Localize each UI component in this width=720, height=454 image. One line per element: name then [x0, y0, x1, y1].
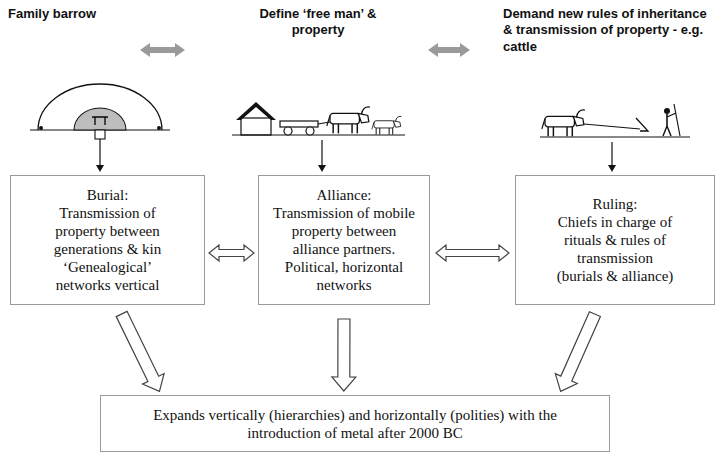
box-text: Burial:	[87, 186, 129, 204]
hollow-arrow	[436, 245, 509, 261]
box-text: Transmission of mobile property between …	[269, 204, 419, 294]
process-box: Alliance:Transmission of mobile property…	[258, 175, 430, 305]
heading-label: Family barrow	[8, 6, 158, 22]
process-box: Expands vertically (hierarchies) and hor…	[100, 395, 610, 452]
box-text: Chiefs in charge of rituals & rules of t…	[553, 213, 678, 285]
hollow-arrow	[555, 312, 600, 392]
double-arrow	[428, 43, 470, 57]
double-arrow	[140, 43, 185, 57]
box-text: Alliance:	[317, 186, 372, 204]
hollow-arrow	[332, 319, 356, 391]
box-text: Ruling:	[592, 195, 637, 213]
process-box: Burial:Transmission of property between …	[10, 175, 205, 305]
heading-label: Define ‘free man’ & property	[253, 6, 383, 39]
process-box: Ruling:Chiefs in charge of rituals & rul…	[515, 175, 715, 305]
farm-figure	[232, 102, 405, 135]
box-text: Transmission of property between generat…	[38, 204, 178, 294]
hollow-arrow	[209, 245, 254, 261]
hollow-arrow	[116, 311, 164, 391]
down-arrow	[96, 139, 616, 172]
plough-figure	[540, 104, 690, 137]
heading-label: Demand new rules of inheritance & transm…	[503, 6, 715, 55]
box-text: Expands vertically (hierarchies) and hor…	[140, 406, 570, 442]
barrow-figure	[30, 84, 170, 139]
